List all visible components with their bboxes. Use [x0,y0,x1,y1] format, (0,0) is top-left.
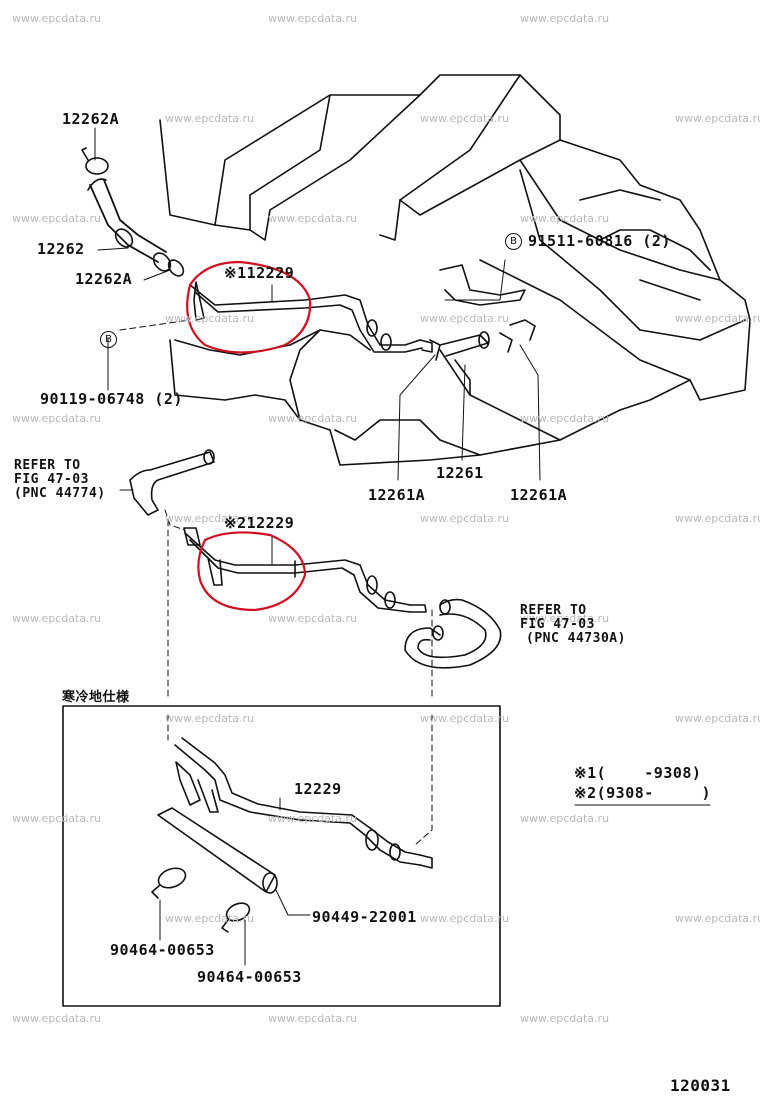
watermark: www.epcdata.ru [420,312,510,325]
legend-row1: ※1( -9308) [574,764,702,782]
watermark: www.epcdata.ru [268,212,358,225]
middle-pipe [183,527,427,613]
refer-right-line2[interactable]: FIG 47-03 [520,617,595,632]
watermark: www.epcdata.ru [165,112,255,125]
watermark: www.epcdata.ru [268,1012,358,1025]
part-label-12262a-top[interactable]: 12262A [62,110,120,128]
watermark: www.epcdata.ru [165,312,255,325]
part-label-12262a-mid[interactable]: 12262A [75,270,133,288]
watermark: www.epcdata.ru [165,912,255,925]
inset-pipe [174,737,433,869]
upper-hose [81,147,185,277]
watermark: www.epcdata.ru [675,112,760,125]
watermark: www.epcdata.ru [520,1012,610,1025]
highlight-circle-lower [197,531,307,612]
figure-code: 120031 [670,1076,731,1095]
watermark: www.epcdata.ru [520,12,610,25]
part-label-12229-inset[interactable]: 12229 [294,780,342,798]
refer-right-line3: (PNC 44730A) [526,631,626,646]
engine-block-outline [159,74,751,466]
part-label-90449[interactable]: 90449-22001 [312,908,417,926]
watermark: www.epcdata.ru [12,1012,102,1025]
watermark: www.epcdata.ru [12,612,102,625]
watermark: www.epcdata.ru [420,912,510,925]
part-label-91511[interactable]: 91511-60816 (2) [528,232,671,250]
loop-hose [404,598,502,669]
inset-box [62,705,501,1007]
watermark: www.epcdata.ru [675,712,760,725]
part-label-90464-right[interactable]: 90464-00653 [197,968,302,986]
watermark: www.epcdata.ru [675,512,760,525]
watermark: www.epcdata.ru [520,212,610,225]
upper-pipe [189,281,433,353]
left-hose [129,449,215,531]
watermark: www.epcdata.ru [675,312,760,325]
part-label-90464-left[interactable]: 90464-00653 [110,941,215,959]
part-label-90119[interactable]: 90119-06748 (2) [40,390,183,408]
watermark: www.epcdata.ru [420,112,510,125]
watermark: www.epcdata.ru [12,12,102,25]
part-label-12261a-right[interactable]: 12261A [510,486,568,504]
watermark: www.epcdata.ru [520,612,610,625]
bolt-symbol-icon: B [100,329,117,348]
watermark: www.epcdata.ru [520,812,610,825]
watermark: www.epcdata.ru [675,912,760,925]
bolt-symbol-icon: B [505,231,522,250]
watermark: www.epcdata.ru [420,512,510,525]
inset-title: 寒冷地仕様 [62,690,130,705]
right-hose [429,264,536,361]
part-label-pipe-type1[interactable]: ※112229 [224,264,295,282]
watermark: www.epcdata.ru [12,212,102,225]
watermark: www.epcdata.ru [268,12,358,25]
watermark: www.epcdata.ru [165,712,255,725]
part-label-12261a-left[interactable]: 12261A [368,486,426,504]
watermark: www.epcdata.ru [520,412,610,425]
watermark: www.epcdata.ru [268,412,358,425]
watermark: www.epcdata.ru [12,412,102,425]
watermark: www.epcdata.ru [12,812,102,825]
part-label-pipe-type2[interactable]: ※212229 [224,514,295,532]
legend-row2: ※2(9308- ) [574,784,711,802]
watermark: www.epcdata.ru [420,712,510,725]
refer-right-line1: REFER TO [520,603,587,618]
highlight-circle-upper [186,260,312,354]
inset-hose [157,807,278,894]
watermark: www.epcdata.ru [268,612,358,625]
refer-left-line2[interactable]: FIG 47-03 [14,472,89,487]
refer-left-line1: REFER TO [14,458,81,473]
inset-clamps [151,867,251,933]
refer-left-line3: (PNC 44774) [14,486,106,501]
part-label-12262[interactable]: 12262 [37,240,85,258]
watermark: www.epcdata.ru [165,512,255,525]
part-label-12261[interactable]: 12261 [436,464,484,482]
watermark: www.epcdata.ru [268,812,358,825]
